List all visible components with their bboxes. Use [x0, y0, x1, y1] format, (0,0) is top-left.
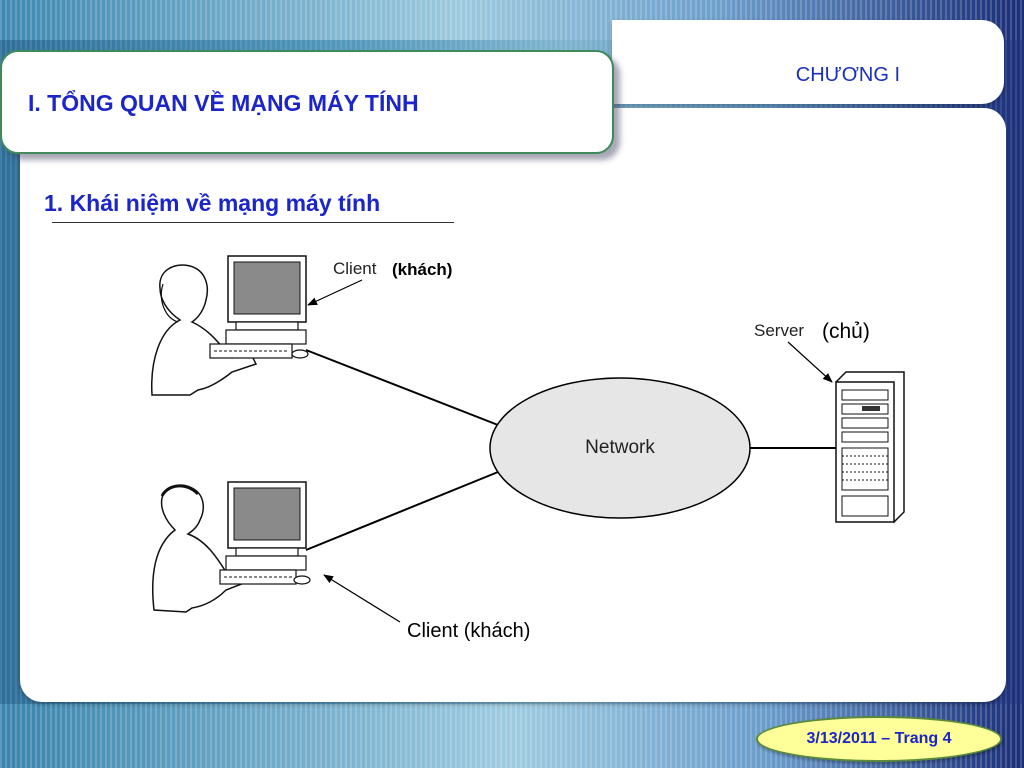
server-sub-label: (chủ): [822, 320, 870, 343]
arrow-client-bottom: [323, 574, 401, 623]
section-heading: 1. Khái niệm về mạng máy tính: [44, 190, 381, 216]
client-top-label: Client: [333, 259, 377, 278]
title-box: [0, 50, 614, 154]
arrow-client-top: [307, 279, 363, 306]
chapter-label: CHƯƠNG I: [795, 64, 900, 86]
mouse-icon: [293, 575, 311, 585]
page-title: I. TỔNG QUAN VỀ MẠNG MÁY TÍNH: [28, 90, 419, 116]
link-top-client: [305, 349, 499, 426]
client-top-sub-label: (khách): [392, 260, 452, 279]
network-ellipse: [489, 377, 751, 519]
section-underline: [52, 222, 454, 223]
mouse-icon: [291, 349, 309, 359]
server-label: Server: [754, 321, 804, 340]
server-tower: [835, 371, 905, 524]
date-page-badge: 3/13/2011 – Trang 4: [756, 716, 1002, 762]
user-woman-icon: [151, 264, 258, 396]
bottom-client-workstation: [151, 481, 311, 613]
client-bottom-label: Client (khách): [407, 620, 530, 642]
chapter-panel: [612, 20, 1004, 104]
top-client-workstation: [151, 255, 309, 396]
network-label: Network: [585, 437, 655, 458]
link-bottom-client: [305, 471, 499, 551]
arrow-server: [787, 341, 833, 383]
